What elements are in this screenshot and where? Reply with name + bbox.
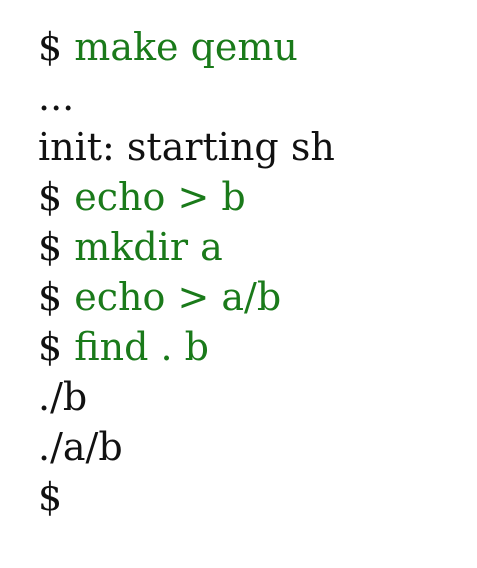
command-text: find . b [74,325,209,369]
output-text: init: starting sh [38,125,335,169]
command-text: echo > a/b [74,275,282,319]
terminal-line-output: ... [38,72,477,122]
output-text: ./a/b [38,425,123,469]
terminal-line-output: init: starting sh [38,122,477,172]
prompt-symbol: $ [38,225,63,269]
terminal-line-command: $ find . b [38,322,477,372]
terminal-line-command: $ echo > a/b [38,272,477,322]
prompt-symbol: $ [38,475,63,519]
terminal-line-command: $ make qemu [38,22,477,72]
terminal-line-command: $ mkdir a [38,222,477,272]
prompt-symbol: $ [38,25,63,69]
command-text: echo > b [74,175,246,219]
prompt-symbol: $ [38,325,63,369]
output-text: ./b [38,375,88,419]
output-text: ... [38,75,75,119]
command-text: make qemu [74,25,298,69]
terminal-line-output: ./a/b [38,422,477,472]
prompt-symbol: $ [38,175,63,219]
terminal-line-command: $ echo > b [38,172,477,222]
prompt-symbol: $ [38,275,63,319]
command-text: mkdir a [74,225,223,269]
terminal-line-output: ./b [38,372,477,422]
terminal-line-prompt[interactable]: $ [38,472,477,522]
